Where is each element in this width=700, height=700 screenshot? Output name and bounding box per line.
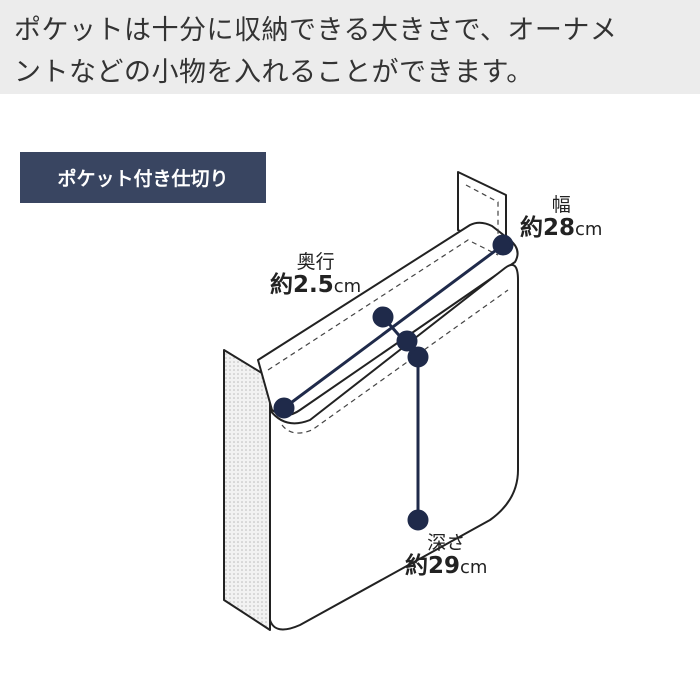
width-dimension: 幅 約28cm (520, 195, 602, 241)
pocket-body (269, 264, 519, 631)
product-label-badge: ポケット付き仕切り (20, 152, 266, 203)
width-unit: cm (575, 218, 603, 240)
depth-unit: cm (333, 275, 362, 297)
depth-prefix: 約 (270, 271, 293, 298)
width-label: 幅 (551, 194, 571, 216)
marker-dot (396, 330, 418, 352)
header-band: ポケットは十分に収納できる大きさで、オーナメ ントなどの小物を入れることができま… (0, 0, 700, 94)
width-prefix: 約 (520, 214, 543, 241)
marker-dot (407, 346, 429, 368)
side-board (223, 349, 271, 631)
width-value: 28 (543, 214, 576, 241)
height-dimension: 深さ 約29cm (405, 533, 487, 579)
depth-value: 2.5 (293, 271, 334, 298)
height-value: 29 (428, 552, 461, 579)
marker-dot (407, 509, 429, 531)
depth-label: 奥行 (296, 251, 335, 273)
marker-dot (273, 397, 295, 419)
header-line-1: ポケットは十分に収納できる大きさで、オーナメ (14, 15, 618, 46)
header-line-2: ントなどの小物を入れることができます。 (14, 57, 534, 88)
height-unit: cm (460, 556, 488, 578)
height-label: 深さ (427, 532, 466, 554)
marker-dot (372, 306, 394, 328)
marker-dot (492, 234, 514, 256)
depth-dimension: 奥行 約2.5cm (270, 252, 361, 298)
height-prefix: 約 (405, 552, 428, 579)
